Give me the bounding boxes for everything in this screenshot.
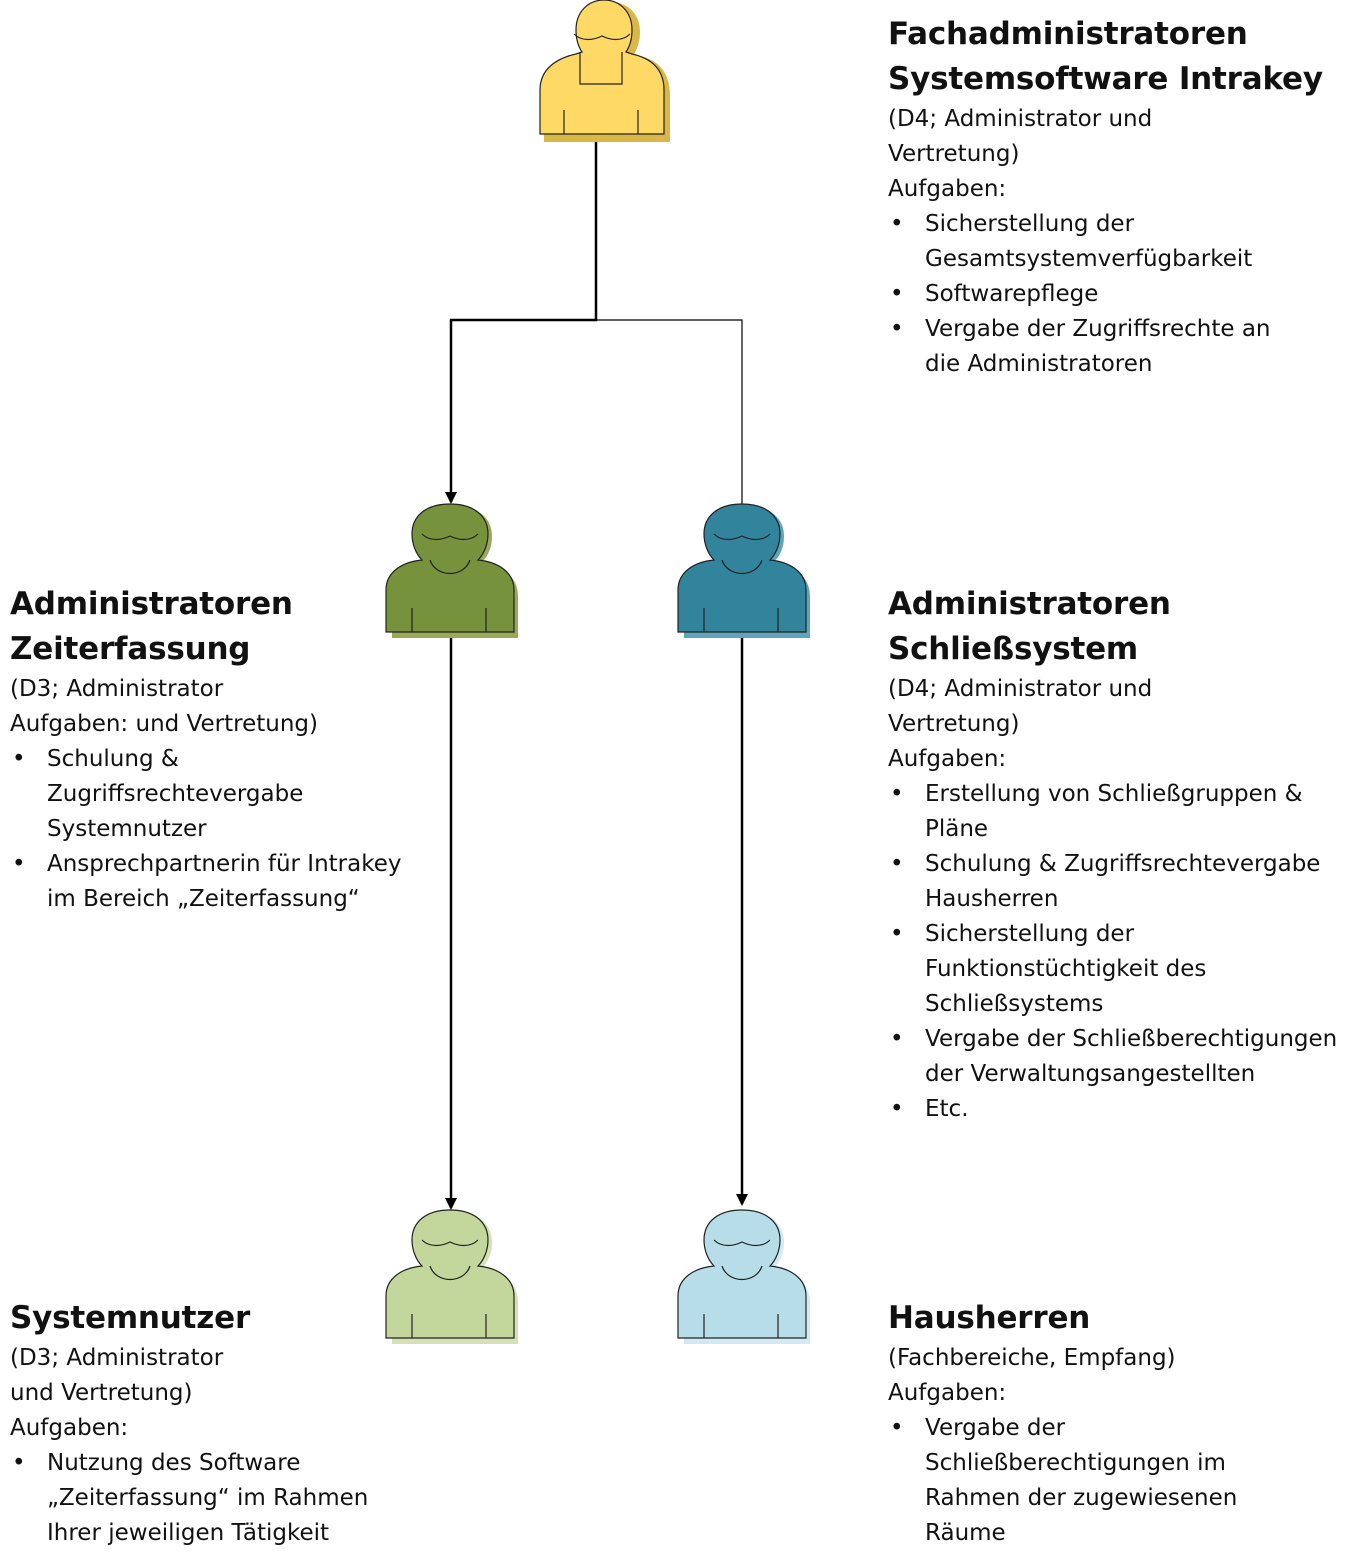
node-schliess-text: Administratoren Schließsystem (D4; Admin… [888,582,1337,1127]
task-list: Erstellung von Schließgruppen &Pläne Sch… [888,777,1337,1127]
node-haus-text: Hausherren (Fachbereiche, Empfang) Aufga… [888,1296,1237,1551]
node-meta: (D3; Administrator [10,1345,224,1371]
node-title: Hausherren [888,1300,1091,1336]
node-meta: Aufgaben: [10,1415,129,1441]
node-title: Administratoren Schließsystem [888,586,1171,667]
person-icon-zeit [385,503,518,638]
person-icon-haus [677,1209,810,1344]
node-meta: Vertretung) [888,711,1020,737]
task-item: Schulung & ZugriffsrechtevergabeHausherr… [888,847,1337,917]
task-item: Sicherstellung derGesamtsystemverfügbark… [888,207,1323,277]
connectors [445,136,748,1210]
node-nutzer-text: Systemnutzer (D3; Administrator und Vert… [10,1296,368,1551]
person-body [385,1209,515,1339]
person-body [539,0,665,135]
connector-top-to-zeit [445,136,598,504]
node-top-text: Fachadministratoren Systemsoftware Intra… [888,12,1323,382]
node-meta: Vertretung) [888,141,1020,167]
node-title: Systemnutzer [10,1300,251,1336]
task-item: Nutzung des Software„Zeiterfassung“ im R… [10,1446,368,1551]
task-list: Nutzung des Software„Zeiterfassung“ im R… [10,1446,368,1551]
node-meta: (D4; Administrator und [888,676,1153,702]
node-meta: Aufgaben: [888,746,1007,772]
node-meta: Aufgaben: [888,176,1007,202]
task-item: Softwarepflege [888,277,1323,312]
node-meta: und Vertretung) [10,1380,193,1406]
task-item: Schulung &ZugriffsrechtevergabeSystemnut… [10,742,401,847]
task-list: Schulung &ZugriffsrechtevergabeSystemnut… [10,742,401,917]
node-zeit-text: Administratoren Zeiterfassung (D3; Admin… [10,582,401,917]
person-body [385,503,515,633]
node-meta: Aufgaben: und Vertretung) [10,711,318,737]
person-body [677,503,807,633]
person-body [677,1209,807,1339]
person-icon-nutzer [385,1209,518,1344]
node-meta: Aufgaben: [888,1380,1007,1406]
connector-top-to-schliess [596,319,743,506]
task-item: Erstellung von Schließgruppen &Pläne [888,777,1337,847]
node-meta: (Fachbereiche, Empfang) [888,1345,1176,1371]
person-icon-top [539,0,670,142]
person-icon-schliess [677,503,810,638]
task-list: Sicherstellung derGesamtsystemverfügbark… [888,207,1323,382]
task-item: Etc. [888,1092,1337,1127]
node-title: Fachadministratoren Systemsoftware Intra… [888,16,1323,97]
node-title: Administratoren Zeiterfassung [10,586,293,667]
node-meta: (D4; Administrator und [888,106,1153,132]
node-meta: (D3; Administrator [10,676,224,702]
